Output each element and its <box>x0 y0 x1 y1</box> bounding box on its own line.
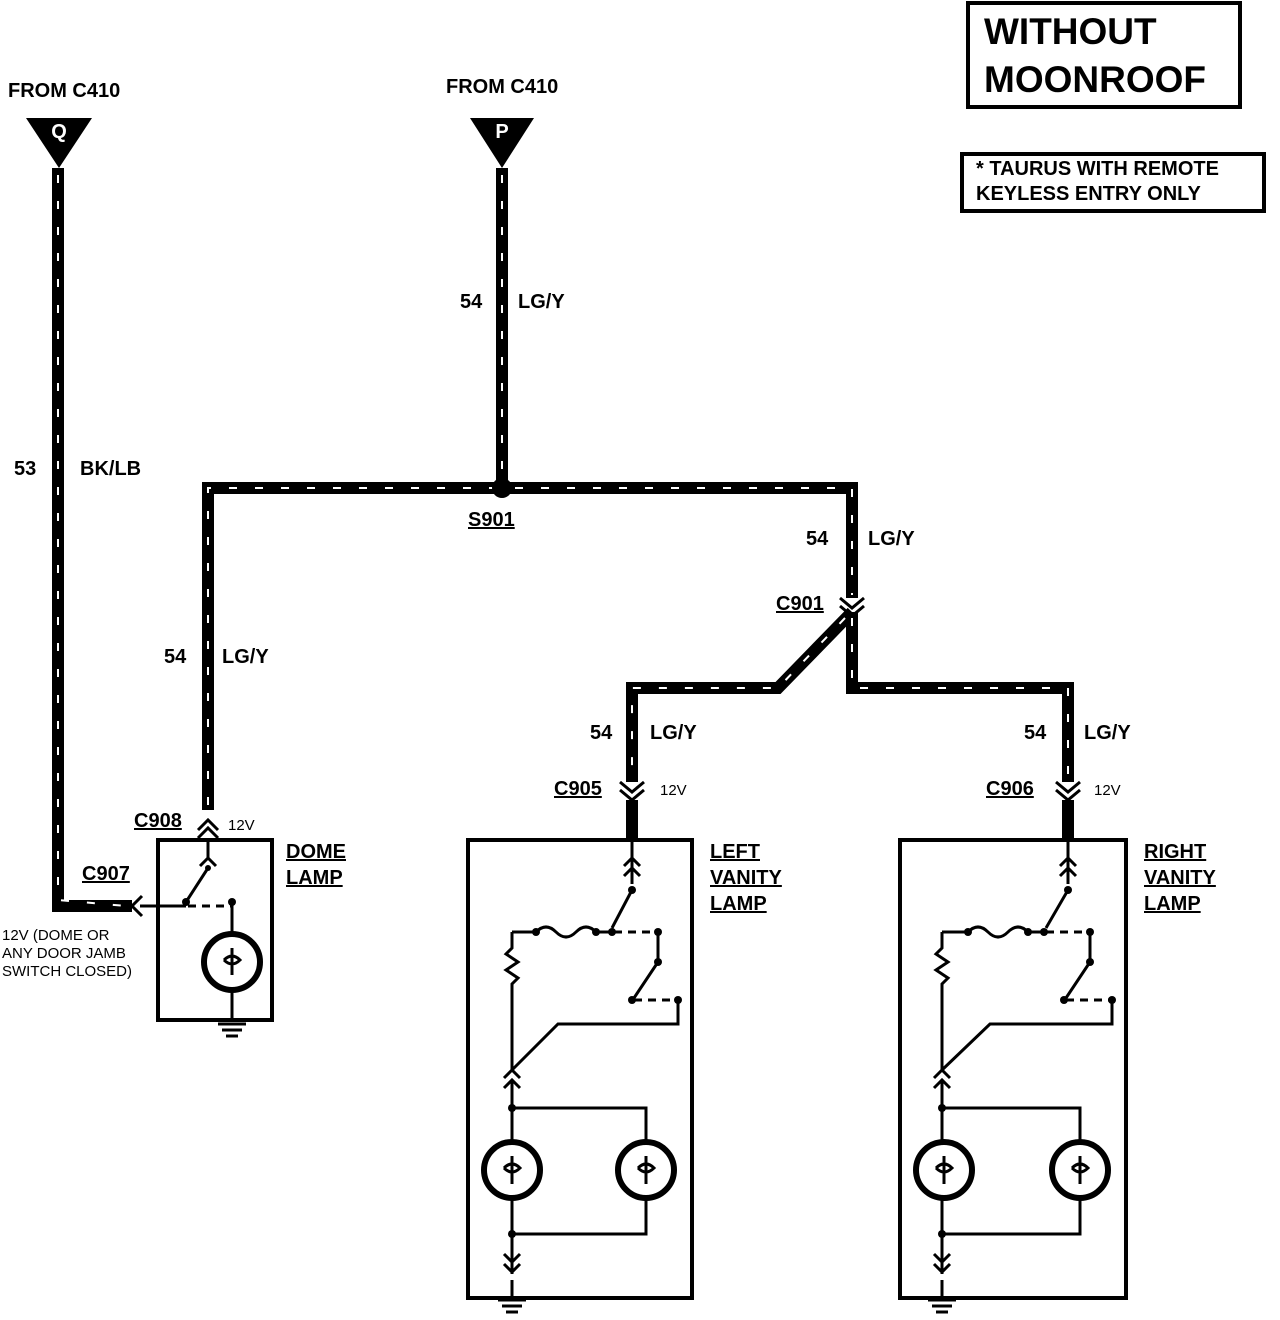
source-q-label: FROM C410 <box>8 80 120 102</box>
note-12v-line-3: SWITCH CLOSED) <box>2 963 132 980</box>
note-12v-line-1: 12V (DOME OR <box>2 927 110 944</box>
splice-s901: S901 <box>468 478 515 531</box>
connector-triangle-icon <box>470 118 534 168</box>
ground-icon <box>498 1280 526 1314</box>
connector-c901-label: C901 <box>776 593 824 615</box>
ground-icon <box>218 1022 246 1038</box>
source-q: FROM C410 Q <box>8 80 120 168</box>
connector-c906-label: C906 <box>986 778 1034 800</box>
note-12v: 12V (DOME OR ANY DOOR JAMB SWITCH CLOSED… <box>2 927 132 980</box>
dome-lamp: DOME LAMP <box>140 838 346 1038</box>
right-vanity-label-1: RIGHT <box>1144 841 1206 863</box>
connector-c901: C901 <box>776 593 865 618</box>
connector-c908: C908 12V <box>134 810 255 840</box>
source-p-label: FROM C410 <box>446 76 558 98</box>
w53-circuit: 53 <box>14 458 36 480</box>
right-vanity-label-3: LAMP <box>1144 893 1201 915</box>
w54-right-drop-color: LG/Y <box>868 528 915 550</box>
source-q-pin: Q <box>51 121 67 143</box>
dome-lamp-label-1: DOME <box>286 841 346 863</box>
note-line-2: KEYLESS ENTRY ONLY <box>976 183 1202 205</box>
w53-color: BK/LB <box>80 458 141 480</box>
source-p: FROM C410 P <box>446 76 558 168</box>
connector-triangle-icon <box>26 118 92 168</box>
dome-lamp-label-2: LAMP <box>286 867 343 889</box>
title-line-2: MOONROOF <box>984 59 1206 100</box>
note-12v-line-2: ANY DOOR JAMB <box>2 945 126 962</box>
wire-harness <box>52 168 1074 912</box>
right-vanity-label-2: VANITY <box>1144 867 1217 889</box>
voltage-c908: 12V <box>228 817 255 834</box>
w54-top-circuit: 54 <box>460 291 483 313</box>
connector-c908-label: C908 <box>134 810 182 832</box>
w54-right-vanity-color: LG/Y <box>1084 722 1131 744</box>
note-line-1: * TAURUS WITH REMOTE <box>976 158 1219 180</box>
title-line-1: WITHOUT <box>984 11 1157 52</box>
note-box: * TAURUS WITH REMOTE KEYLESS ENTRY ONLY <box>960 152 1266 213</box>
title-box: WITHOUT MOONROOF <box>966 1 1242 109</box>
ground-icon <box>928 1280 956 1314</box>
left-vanity-lamp: LEFT VANITY LAMP <box>466 838 783 1314</box>
w54-top-color: LG/Y <box>518 291 565 313</box>
splice-s901-label: S901 <box>468 509 515 531</box>
left-vanity-label-2: VANITY <box>710 867 783 889</box>
w54-right-drop-circuit: 54 <box>806 528 829 550</box>
connector-c906: C906 12V <box>986 778 1121 802</box>
connector-c907-label: C907 <box>82 863 130 885</box>
connector-c907: C907 <box>82 863 144 918</box>
connector-c905: C905 12V <box>554 778 687 802</box>
source-p-pin: P <box>495 121 508 143</box>
voltage-c905: 12V <box>660 782 687 799</box>
w54-dome-circuit: 54 <box>164 646 187 668</box>
left-vanity-label-3: LAMP <box>710 893 767 915</box>
left-vanity-label-1: LEFT <box>710 841 760 863</box>
connector-c905-label: C905 <box>554 778 602 800</box>
w54-right-vanity-circuit: 54 <box>1024 722 1047 744</box>
voltage-c906: 12V <box>1094 782 1121 799</box>
w54-dome-color: LG/Y <box>222 646 269 668</box>
right-vanity-lamp: RIGHT VANITY LAMP <box>898 838 1217 1314</box>
w54-left-vanity-circuit: 54 <box>590 722 613 744</box>
w54-left-vanity-color: LG/Y <box>650 722 697 744</box>
